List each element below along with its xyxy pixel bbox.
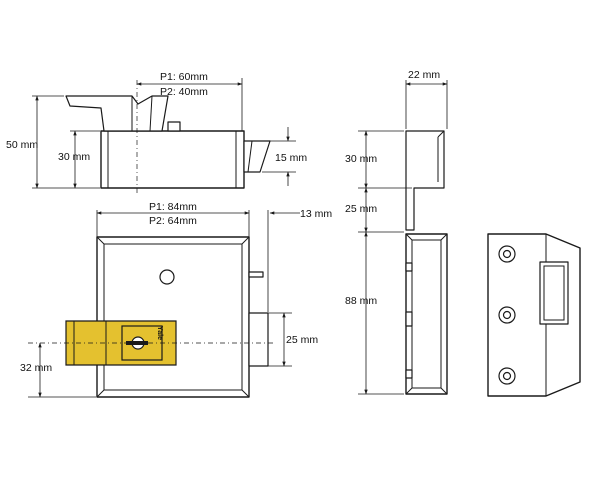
top-view-tab	[167, 121, 181, 132]
staple-slot-inner	[543, 265, 565, 321]
front-view-case	[96, 236, 250, 398]
front-view-pin	[248, 271, 264, 278]
body-height-label: 30 mm	[58, 151, 90, 163]
case-bevel	[96, 236, 105, 245]
bolt-height-label: 15 mm	[275, 152, 307, 164]
cylinder-height-label: 32 mm	[20, 362, 52, 374]
top-view-handle-edge	[149, 95, 153, 132]
side-view-notch	[405, 262, 413, 272]
case-bevel	[96, 389, 105, 398]
front-width-p1-label: P1: 84mm	[149, 201, 197, 213]
bolt-length-label: 25 mm	[286, 334, 318, 346]
flange-height-label: 30 mm	[345, 153, 377, 165]
gap-label: 25 mm	[345, 203, 377, 215]
side-view-notch	[405, 369, 413, 379]
staple-view	[487, 233, 581, 397]
side-view-bevel	[405, 387, 413, 395]
side-body-height-label: 88 mm	[345, 295, 377, 307]
front-view-bolt	[248, 312, 269, 367]
top-width-p2-label: P2: 40mm	[160, 86, 208, 98]
side-view-flange-edge	[437, 130, 445, 138]
bolt-projection-label: 13 mm	[300, 208, 332, 220]
side-view-bevel	[440, 233, 448, 241]
case-bevel	[241, 236, 250, 245]
top-view-body	[100, 130, 245, 189]
staple-slot	[539, 261, 569, 325]
depth-label: 22 mm	[408, 69, 440, 81]
screw-hole-icon	[502, 371, 512, 381]
front-view: Yale P1: 84mm P2: 64mm 13 mm 25 mm 32 mm	[20, 201, 332, 398]
snib-hole	[159, 269, 175, 285]
front-view-case-inner	[103, 243, 243, 391]
front-width-p2-label: P2: 64mm	[149, 215, 197, 227]
side-view: 22 mm 30 mm 25 mm 88 mm	[345, 69, 448, 395]
brand-mark: Yale	[156, 326, 163, 340]
side-view-bevel	[440, 387, 448, 395]
top-view-bolt	[243, 140, 271, 173]
screw-hole-icon	[502, 249, 512, 259]
case-bevel	[241, 389, 250, 398]
screw-hole-icon	[502, 310, 512, 320]
overall-height-label: 50 mm	[6, 139, 38, 151]
side-view-notch	[405, 311, 413, 327]
top-view-handle	[65, 95, 169, 132]
top-view: P1: 60mm P2: 40mm 50 mm 30 mm 15 mm	[6, 71, 307, 196]
side-view-body	[405, 233, 448, 395]
top-view-bolt-edge	[247, 140, 253, 173]
side-view-bevel	[405, 233, 413, 241]
top-width-p1-label: P1: 60mm	[160, 71, 208, 83]
